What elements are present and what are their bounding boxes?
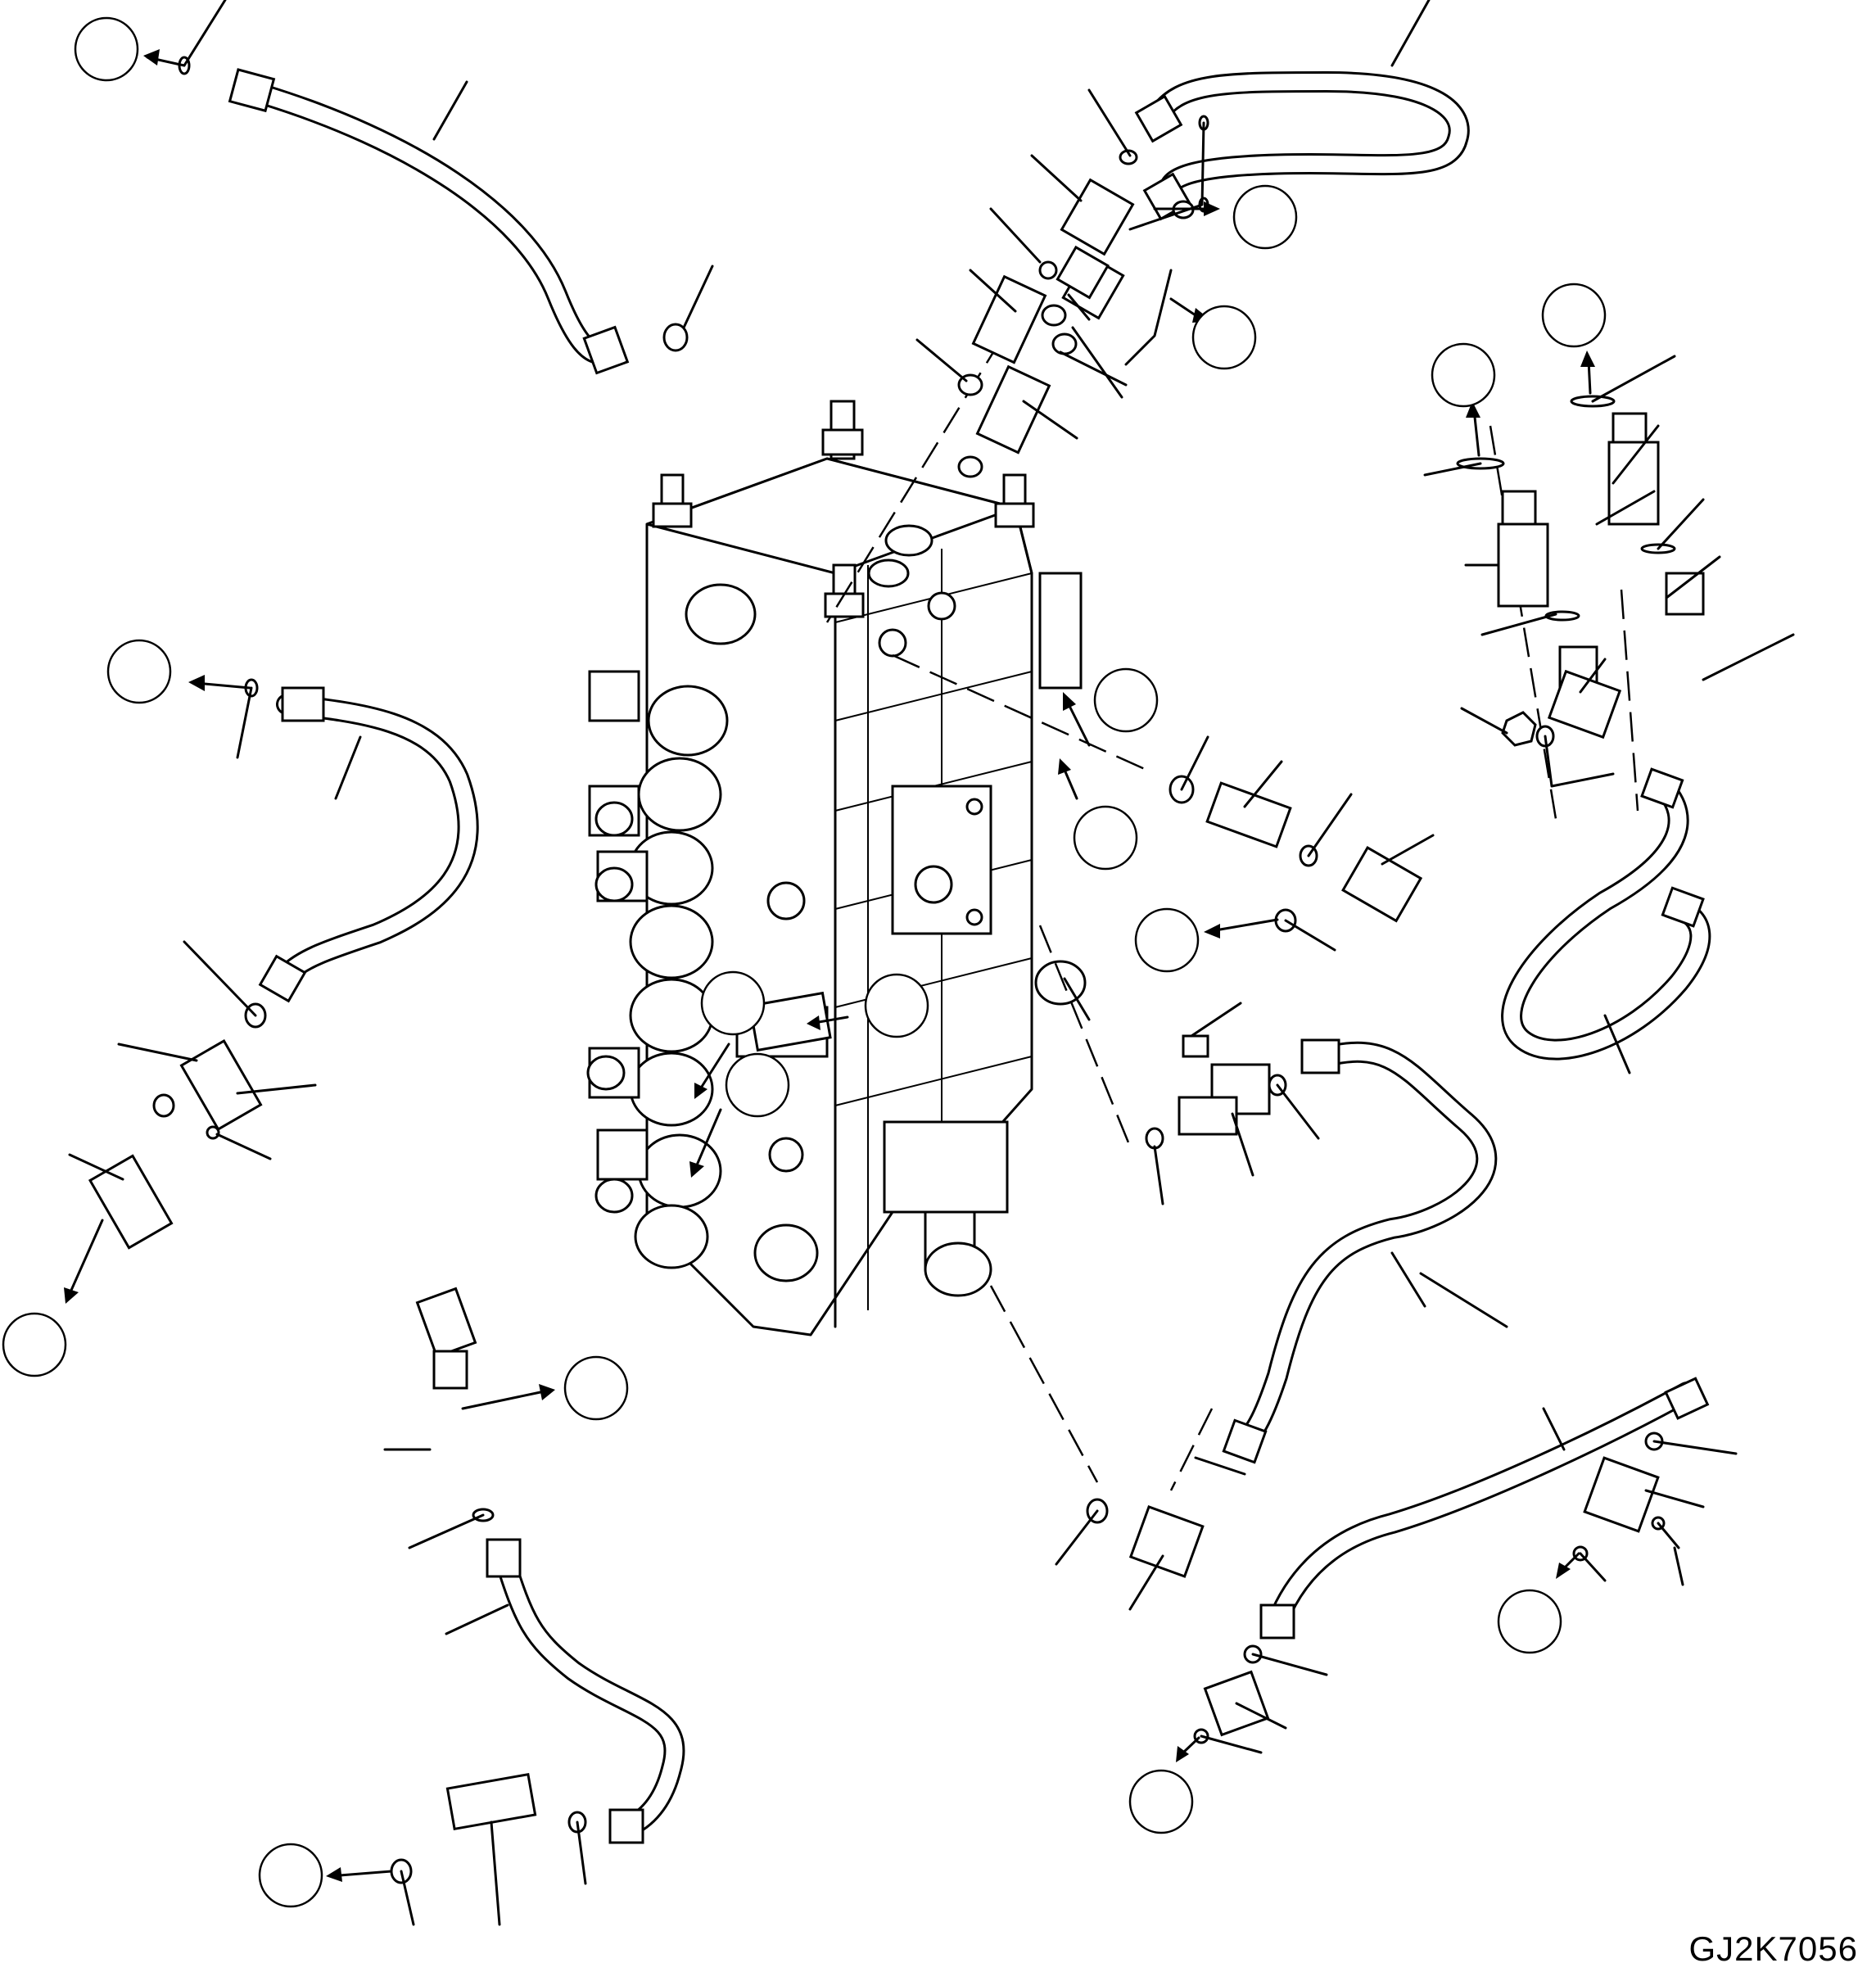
callout-circle	[258, 1843, 323, 1908]
hose-bottom-right	[1259, 1377, 1710, 1640]
callout-circle	[1134, 907, 1200, 973]
alignment-dashes	[825, 302, 1639, 1491]
callout-circle	[1128, 1769, 1194, 1834]
callout-circle	[563, 1355, 629, 1421]
callout-circle	[2, 1312, 67, 1377]
drawing-code-label: GJ2K7056	[1688, 1929, 1858, 1968]
callout-circle	[1073, 805, 1138, 871]
leader-lines	[68, 0, 1795, 1926]
hose-top-left	[228, 68, 630, 375]
callout-circle	[1431, 342, 1496, 408]
callout-circle	[700, 970, 766, 1036]
callout-circle	[1541, 283, 1607, 348]
callout-circles	[2, 16, 1607, 1908]
callout-circle	[725, 1052, 790, 1118]
hose-top-right	[1134, 71, 1470, 221]
callout-circle	[106, 639, 172, 704]
callout-circle	[1232, 184, 1298, 250]
callout-circle	[1191, 305, 1257, 370]
control-valve-block	[586, 400, 1087, 1337]
fittings	[88, 178, 1705, 1831]
callout-circle	[864, 973, 929, 1038]
spool-stack	[586, 583, 757, 1269]
reference-arrows	[64, 49, 1595, 1882]
hose-right-loop	[1501, 767, 1711, 1061]
callout-circle	[1497, 1589, 1562, 1654]
callout-circle	[1093, 667, 1159, 733]
hose-mid-left	[258, 686, 479, 1003]
hose-mid-right	[1222, 1038, 1498, 1464]
callout-circle	[74, 16, 139, 82]
hose-bottom-left	[486, 1538, 685, 1844]
